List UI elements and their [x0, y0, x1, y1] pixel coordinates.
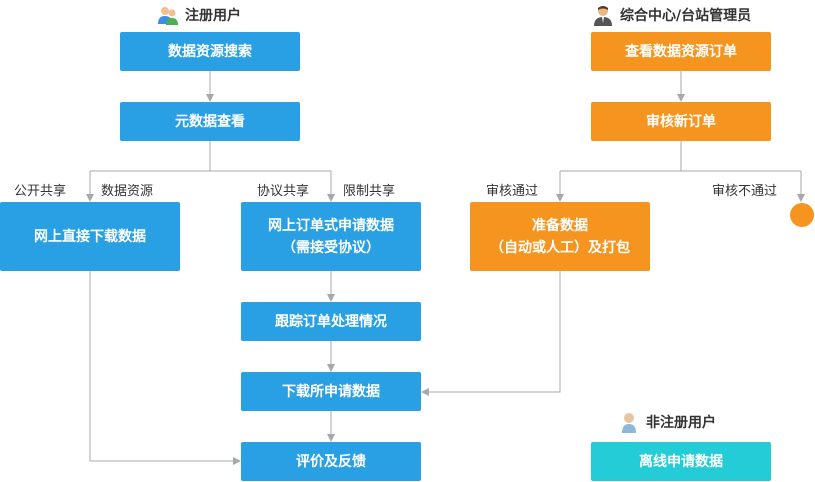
label-public-share: 公开共享: [14, 184, 67, 199]
node-view-orders[interactable]: 查看数据资源订单: [591, 32, 771, 71]
header-unregistered-label: 非注册用户: [646, 415, 716, 431]
header-unregistered-user: 非注册用户: [618, 411, 716, 433]
connector-prepare-download: [421, 271, 561, 396]
header-registered-label: 注册用户: [185, 8, 241, 24]
person-icon: [622, 413, 636, 433]
connector-direct-evaluate: [89, 271, 241, 465]
node-order-apply[interactable]: 网上订单式申请数据 （需接受协议）: [241, 202, 421, 271]
label-approved: 审核通过: [486, 184, 539, 199]
node-evaluate[interactable]: 评价及反馈: [241, 442, 421, 481]
admin-user-icon: [594, 6, 612, 26]
users-icon: [158, 7, 178, 25]
label-data-resource: 数据资源: [101, 184, 154, 199]
node-metadata[interactable]: 元数据查看: [120, 102, 300, 141]
node-prepare-data[interactable]: 准备数据 （自动或人工）及打包: [470, 202, 650, 271]
node-review-orders[interactable]: 审核新订单: [591, 102, 771, 141]
header-admin: 综合中心/台站管理员: [592, 4, 751, 26]
node-track-order[interactable]: 跟踪订单处理情况: [241, 302, 421, 341]
node-direct-download[interactable]: 网上直接下载数据: [0, 202, 180, 271]
label-agreement-share: 协议共享: [257, 184, 310, 199]
header-registered-user: 注册用户: [157, 4, 241, 26]
node-download-applied[interactable]: 下载所申请数据: [241, 372, 421, 411]
end-circle-icon: [790, 203, 814, 227]
node-offline-apply[interactable]: 离线申请数据: [591, 442, 771, 481]
label-rejected: 审核不通过: [712, 184, 778, 199]
header-admin-label: 综合中心/台站管理员: [620, 8, 752, 24]
node-search[interactable]: 数据资源搜索: [120, 32, 300, 71]
label-restricted-share: 限制共享: [343, 184, 396, 199]
